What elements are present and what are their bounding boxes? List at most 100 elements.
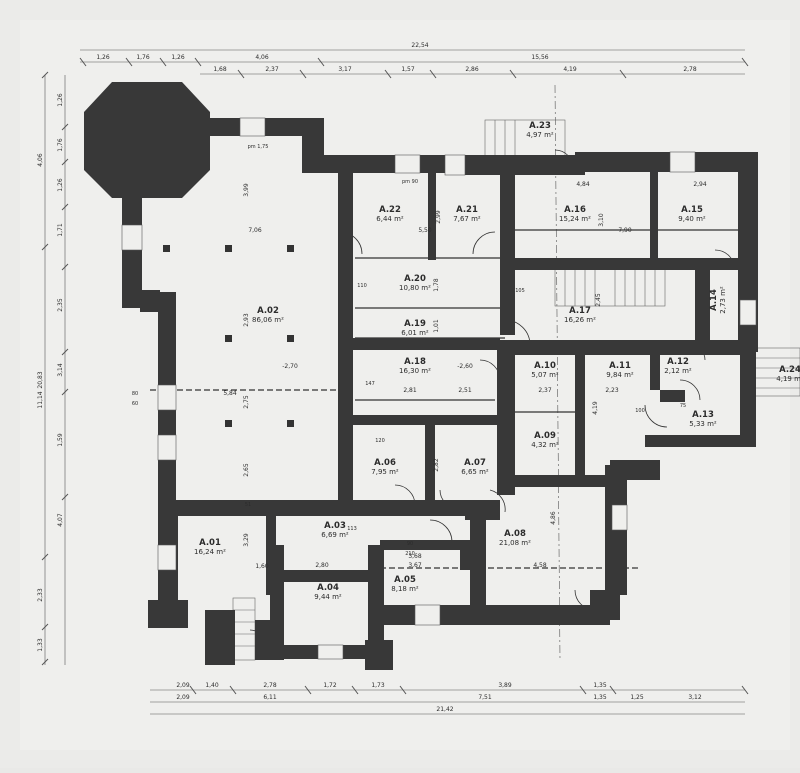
room-id-A-22: A.22	[379, 205, 401, 215]
interior-dimension: 7,90	[618, 227, 632, 234]
room-id-A-07: A.07	[464, 458, 486, 468]
interior-dimension: 4,19	[592, 401, 599, 415]
room-id-A-23: A.23	[529, 121, 551, 131]
opening-label: 110	[357, 283, 367, 289]
dimension-label: 3,12	[688, 694, 702, 701]
interior-dimension: 4,84	[576, 181, 590, 188]
room-area-A-03: 6,69 m²	[321, 531, 349, 539]
opening-label: 113	[347, 526, 357, 532]
dimension-label: 1,76	[57, 138, 64, 152]
room-id-A-01: A.01	[199, 538, 221, 548]
room-id-A-04: A.04	[317, 583, 339, 593]
room-id-A-21: A.21	[456, 205, 478, 215]
opening-label: 90	[407, 541, 413, 547]
interior-dimension: 3,29	[243, 533, 250, 547]
opening-label: 51	[245, 502, 251, 508]
interior-dimension: 2,81	[403, 387, 417, 394]
opening-label: 80	[132, 391, 138, 397]
dimension-label: 4,19	[563, 66, 577, 73]
dimension-label: 1,35	[593, 694, 607, 701]
opening-label: 105	[515, 288, 525, 294]
dimension-label: 2,33	[37, 588, 44, 602]
room-area-A-17: 16,26 m²	[564, 316, 596, 324]
interior-dimension: 2,45	[595, 293, 602, 307]
dimension-label: 15,56	[531, 54, 548, 61]
room-id-A-17: A.17	[569, 306, 591, 316]
room-area-A-19: 6,01 m²	[401, 329, 429, 337]
room-area-A-10: 5,07 m²	[531, 371, 559, 379]
room-id-A-06: A.06	[374, 458, 396, 468]
dimension-label: 4,07	[57, 513, 64, 527]
room-area-A-16: 15,24 m²	[559, 215, 591, 223]
dimension-label: 1,73	[371, 682, 385, 689]
interior-dimension: 1,01	[433, 319, 440, 333]
room-id-A-13: A.13	[692, 410, 714, 420]
room-id-A-12: A.12	[667, 357, 689, 367]
opening-label: 210	[405, 551, 415, 557]
room-area-A-20: 10,80 m²	[399, 284, 431, 292]
tower-wall	[84, 82, 210, 198]
room-id-A-24: A.24	[779, 365, 800, 375]
dimension-label: 1,59	[57, 433, 64, 447]
room-area-A-14: 2,73 m²	[719, 286, 727, 314]
dimension-label: 1,68	[213, 66, 227, 73]
dimension-label: 2,78	[683, 66, 697, 73]
dimension-label: 1,25	[630, 694, 644, 701]
room-id-A-15: A.15	[681, 205, 703, 215]
opening-label: 60	[132, 401, 138, 407]
dimension-ticks	[41, 57, 749, 695]
room-id-A-19: A.19	[404, 319, 426, 329]
opening-label: pm 1,75	[248, 144, 269, 150]
dimension-label: 1,57	[401, 66, 415, 73]
room-area-A-21: 7,67 m²	[453, 215, 481, 223]
room-area-A-05: 8,18 m²	[391, 585, 419, 593]
opening-label: 75	[680, 403, 686, 409]
interior-dimension: 2,82	[433, 458, 440, 472]
dimension-label: 6,11	[263, 694, 277, 701]
dimension-label: 1,26	[96, 54, 110, 61]
room-id-A-05: A.05	[394, 575, 416, 585]
interior-dimension: 2,65	[243, 463, 250, 477]
room-area-A-18: 16,30 m²	[399, 367, 431, 375]
room-area-A-09: 4,32 m²	[531, 441, 559, 449]
dimension-label: 1,26	[171, 54, 185, 61]
interior-dimension: 7,06	[248, 227, 262, 234]
dimension-label: 2,86	[465, 66, 479, 73]
interior-dimension: 1,78	[433, 278, 440, 292]
opening-label: pm 90	[402, 179, 418, 185]
room-area-A-22: 6,44 m²	[376, 215, 404, 223]
interior-dimension: 2,37	[538, 387, 552, 394]
dimension-label: 11,14	[37, 391, 44, 408]
dimension-label: 4,06	[37, 153, 44, 167]
dimension-label: 2,09	[176, 694, 190, 701]
dimension-label: 1,76	[136, 54, 150, 61]
interior-dimension: 2,75	[243, 395, 250, 409]
partition-lines	[150, 229, 740, 569]
dimension-label: 1,71	[57, 223, 64, 237]
room-id-A-20: A.20	[404, 274, 426, 284]
dimension-total-top: 22,54	[411, 42, 428, 49]
interior-dimension: 3,68	[408, 553, 422, 560]
room-id-A-11: A.11	[609, 361, 631, 371]
interior-dimension: 3,67	[408, 562, 422, 569]
room-area-A-02: 86,06 m²	[252, 316, 284, 324]
room-area-A-04: 9,44 m²	[314, 593, 342, 601]
interior-dimension: 2,94	[693, 181, 707, 188]
dimension-label: 1,26	[57, 93, 64, 107]
room-id-A-09: A.09	[534, 431, 556, 441]
room-area-A-12: 2,12 m²	[664, 367, 692, 375]
walls	[84, 82, 758, 670]
room-area-A-11: 9,84 m²	[606, 371, 634, 379]
dimension-label: 2,35	[57, 298, 64, 312]
dimension-total-bottom: 21,42	[436, 706, 453, 713]
room-area-A-07: 6,65 m²	[461, 468, 489, 476]
interior-dimension: 1,60	[255, 563, 269, 570]
opening-label: 120	[375, 438, 385, 444]
dimension-label: 2,78	[263, 682, 277, 689]
interior-dimension: 3,10	[598, 213, 605, 227]
opening-label: 147	[365, 381, 375, 387]
dimension-label: 3,14	[57, 363, 64, 377]
interior-dimension: 2,93	[243, 313, 250, 327]
